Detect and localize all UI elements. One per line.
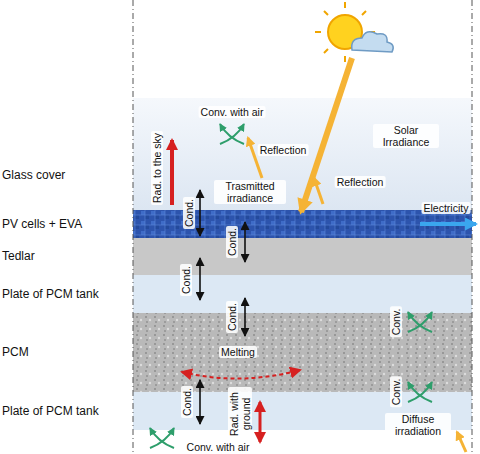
process-label: Reflection [258,144,309,156]
vertical-label: Conv. [390,307,402,338]
vertical-label: Cond. [226,301,238,333]
layer-name: Glass cover [2,168,65,182]
layer-name: Plate of PCM tank [2,287,99,301]
process-label: Trasmitted irradiance [214,180,286,204]
vertical-label: Conv. [390,377,402,408]
process-label: Reflection [335,176,386,188]
process-label: Diffuse irradiation [385,413,451,437]
process-label: Melting [219,346,257,358]
layer-band: PCM [133,313,472,392]
vertical-label: Cond. [226,226,238,258]
vertical-label: Rad. with ground [228,387,252,441]
process-label: Electricity [422,202,471,214]
vertical-label: Cond. [183,197,195,229]
process-label: Solar Irradiance [373,124,439,148]
layer-name: PV cells + EVA [2,217,82,231]
vertical-label: Rad. to the sky [151,131,163,205]
layer-name: Tedlar [2,249,35,263]
layer-name: Plate of PCM tank [2,404,99,418]
process-label: Conv. with air [199,106,266,118]
process-label: Conv. with air [185,441,252,453]
vertical-label: Cond. [181,386,193,418]
layer-name: PCM [2,345,29,359]
vertical-label: Cond. [180,264,192,296]
